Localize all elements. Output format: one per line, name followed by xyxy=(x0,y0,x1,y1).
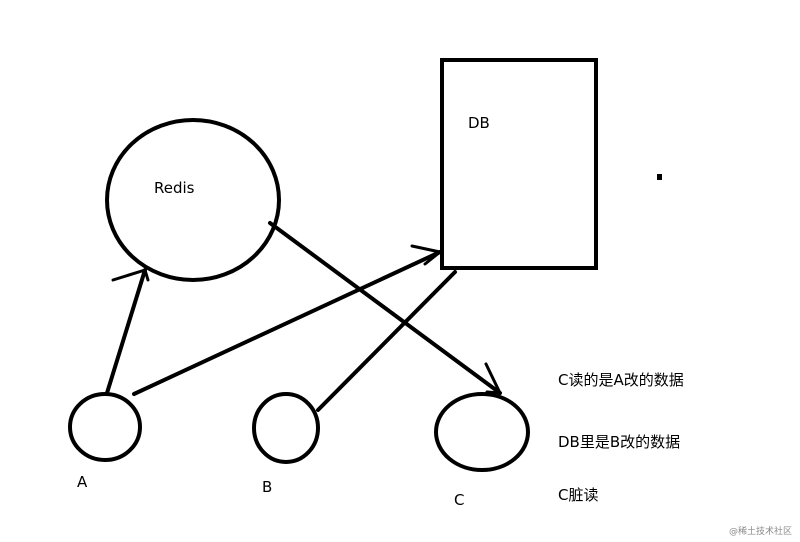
edge-a-to-redis xyxy=(105,268,147,395)
redis-label: Redis xyxy=(154,179,195,197)
note-db-has-b-data: DB里是B改的数据 xyxy=(558,433,681,451)
stray-dot xyxy=(657,174,662,180)
edge-redis-to-c xyxy=(268,221,502,395)
db-node xyxy=(440,58,598,270)
db-label: DB xyxy=(468,114,490,132)
edge-a-to-db xyxy=(132,250,442,396)
client-a-node xyxy=(68,392,142,462)
arrowhead-a-to-db xyxy=(410,244,442,266)
edge-b-to-db xyxy=(316,270,457,412)
arrowhead-a-to-redis xyxy=(111,268,150,282)
arrowhead-redis-to-c xyxy=(484,362,502,395)
client-c-node xyxy=(434,392,530,472)
note-c-dirty-read: C脏读 xyxy=(558,486,599,504)
client-c-label: C xyxy=(454,491,465,509)
client-b-label: B xyxy=(262,478,273,496)
note-c-read-a-data: C读的是A改的数据 xyxy=(558,371,684,389)
redis-node xyxy=(105,118,281,282)
client-b-node xyxy=(252,392,320,464)
client-a-label: A xyxy=(77,473,88,491)
watermark: @稀土技术社区 xyxy=(728,527,792,537)
